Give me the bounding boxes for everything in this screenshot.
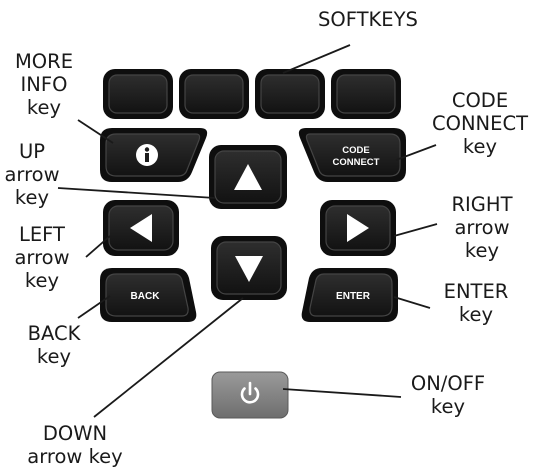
up-arrow-icon [234, 164, 262, 190]
leader-code-connect [395, 144, 437, 161]
power-key[interactable] [211, 371, 289, 419]
softkey-1[interactable] [103, 69, 173, 119]
right-arrow-key[interactable] [320, 200, 396, 256]
leader-left-arrow [85, 235, 111, 258]
leader-down-arrow [93, 297, 244, 418]
right-arrow-label: RIGHT arrow key [451, 193, 513, 262]
code-connect-label: CODE CONNECT key [432, 89, 528, 158]
code-connect-key-line2: CONNECT [333, 157, 380, 168]
leader-softkeys [282, 44, 351, 74]
back-key-label: BACK [131, 291, 161, 302]
left-arrow-label: LEFT arrow key [14, 223, 70, 292]
enter-label: ENTER key [443, 280, 509, 326]
enter-key-label: ENTER [336, 291, 371, 302]
down-arrow-key[interactable] [211, 236, 287, 300]
leader-up-arrow [57, 187, 216, 199]
power-icon [240, 381, 260, 404]
code-connect-key[interactable]: CODE CONNECT [298, 128, 406, 182]
down-arrow-label: DOWN arrow key [27, 422, 123, 468]
leader-back [77, 295, 111, 319]
leader-right-arrow [393, 223, 438, 237]
softkey-4[interactable] [331, 69, 401, 119]
softkeys-label: SOFTKEYS [318, 8, 418, 31]
up-arrow-key[interactable] [209, 145, 287, 209]
softkey-3[interactable] [255, 69, 325, 119]
down-arrow-icon [235, 256, 263, 282]
leader-enter [393, 296, 431, 309]
up-arrow-label: UP arrow key [4, 140, 60, 209]
leader-on-off [282, 388, 402, 398]
left-arrow-icon [130, 214, 152, 242]
back-label: BACK key [27, 322, 81, 368]
left-arrow-key[interactable] [103, 200, 179, 256]
info-icon [136, 144, 158, 166]
code-connect-key-line1: CODE [342, 145, 369, 156]
leader-lines [57, 44, 438, 418]
softkey-2[interactable] [179, 69, 249, 119]
right-arrow-icon [347, 214, 369, 242]
more-info-key[interactable] [100, 128, 208, 182]
on-off-label: ON/OFF key [410, 372, 486, 418]
leader-more-info [77, 119, 114, 144]
enter-key[interactable]: ENTER [301, 268, 398, 322]
more-info-label: MORE INFO key [14, 50, 74, 119]
back-key[interactable]: BACK [100, 268, 197, 322]
